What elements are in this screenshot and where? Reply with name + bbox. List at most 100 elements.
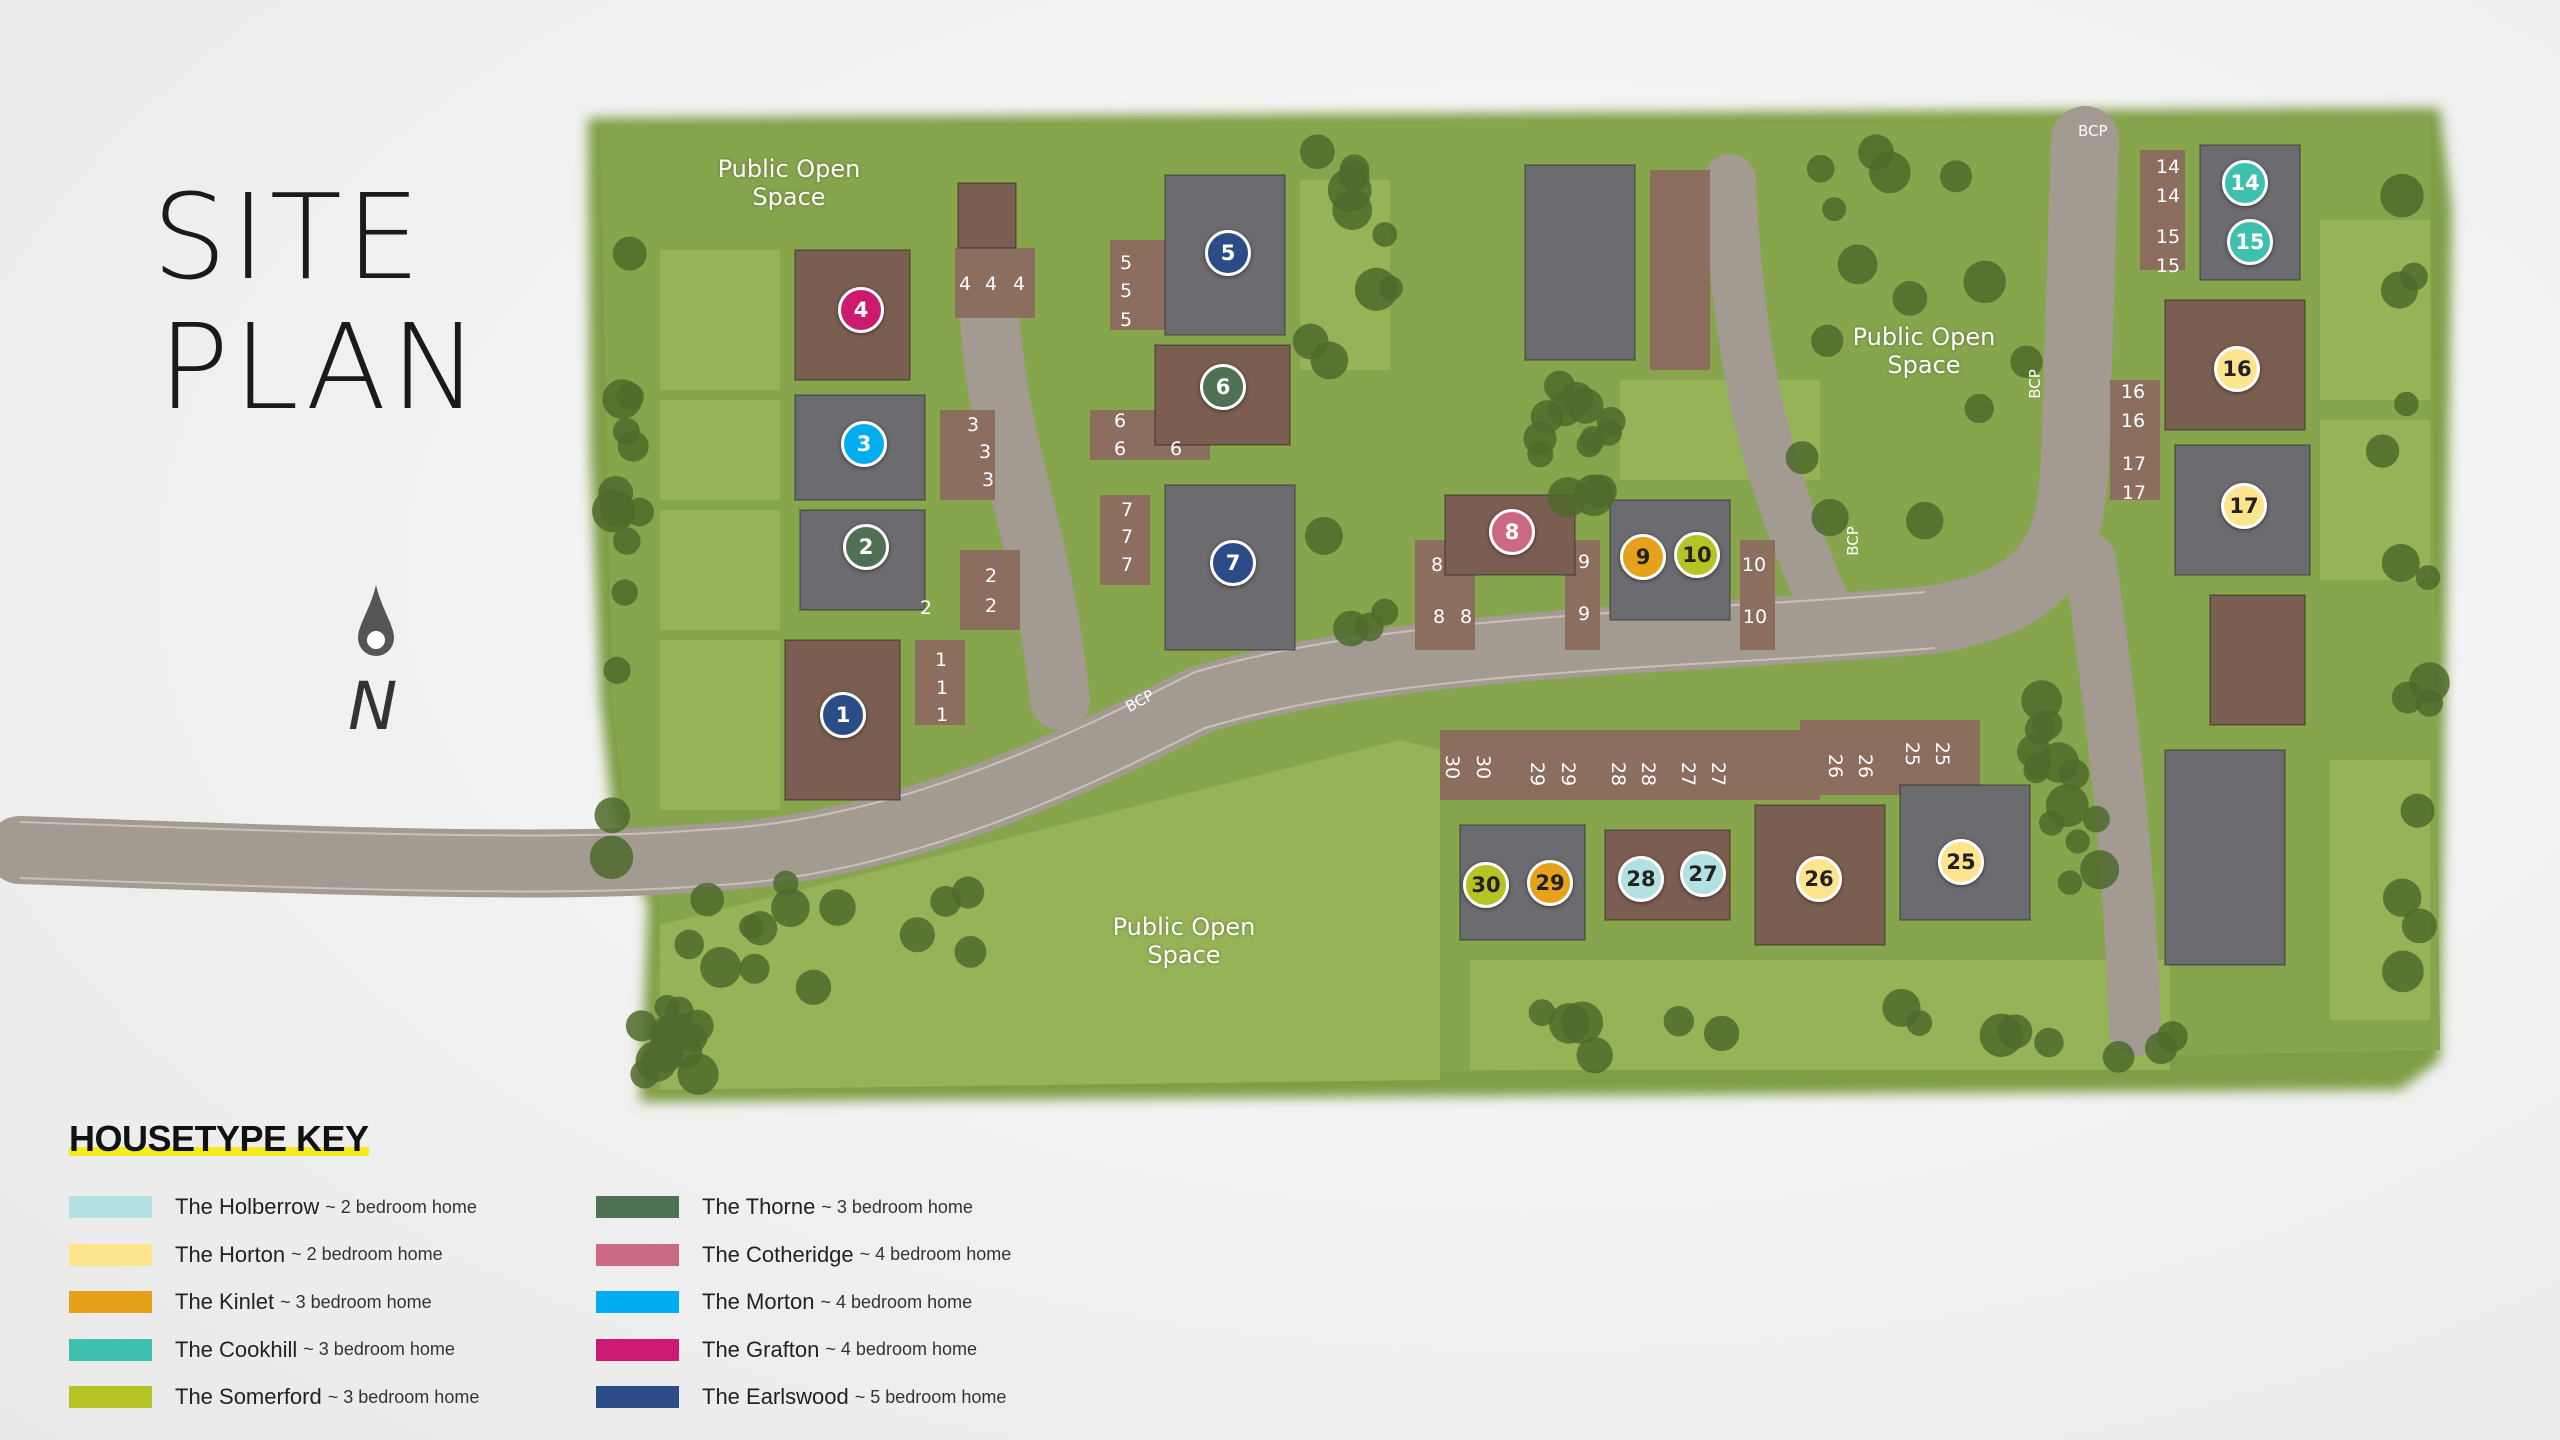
title-site: SITE [152, 168, 425, 306]
tree [1906, 1010, 1933, 1036]
tree [1858, 134, 1895, 171]
parking-space-label: 1 [935, 704, 949, 726]
plot-marker-28[interactable]: 28 [1618, 856, 1664, 902]
plot-marker-3[interactable]: 3 [841, 421, 887, 467]
tree [2415, 689, 2444, 717]
tree [952, 876, 985, 909]
key-name: The Holberrow [175, 1194, 320, 1219]
plot-marker-9[interactable]: 9 [1620, 534, 1666, 580]
parking-space-label: 25 [1901, 741, 1923, 767]
parking-space-label: 27 [1707, 761, 1729, 787]
parking-space-label: 4 [984, 273, 998, 295]
plot-marker-5[interactable]: 5 [1205, 230, 1251, 276]
parking-space-label: 25 [1931, 741, 1953, 767]
parking-space-label: 5 [1119, 252, 1133, 274]
key-description: ~ 3 bedroom home [280, 1291, 432, 1312]
tree [2400, 793, 2435, 828]
tree [1703, 1015, 1740, 1052]
tree [2415, 565, 2441, 590]
tree [1567, 387, 1604, 424]
key-item: The Cookhill~ 3 bedroom home [69, 1337, 455, 1363]
tree [1572, 474, 1615, 517]
plot-marker-7[interactable]: 7 [1210, 540, 1256, 586]
plot-marker-14[interactable]: 14 [2222, 160, 2268, 206]
parking-space-label: 10 [1741, 554, 1767, 576]
parking-space-label: 30 [1441, 754, 1463, 780]
tree [739, 914, 764, 940]
tree [1811, 324, 1844, 357]
tree [1905, 501, 1944, 540]
plot-marker-4[interactable]: 4 [838, 287, 884, 333]
parking-space-label: 2 [984, 565, 998, 587]
public-open-space-label: Public Open Space [717, 155, 861, 211]
tree [2401, 908, 2437, 944]
parking-space-label: 4 [1012, 273, 1026, 295]
tree [2381, 543, 2420, 582]
parking-space-label: 14 [2155, 185, 2181, 207]
key-name: The Morton [702, 1289, 815, 1314]
parking-space-label: 29 [1526, 761, 1548, 787]
plot-marker-26[interactable]: 26 [1796, 856, 1842, 902]
key-swatch [596, 1196, 679, 1218]
key-swatch [69, 1386, 152, 1408]
north-label: N [348, 668, 398, 745]
tree [625, 1010, 658, 1042]
key-item: The Cotheridge~ 4 bedroom home [596, 1242, 1011, 1268]
plot-marker-30[interactable]: 30 [1463, 862, 1509, 908]
tree [1378, 275, 1403, 301]
tree [1560, 1001, 1604, 1044]
key-description: ~ 4 bedroom home [859, 1244, 1012, 1264]
tree [954, 935, 987, 968]
parking-space-label: 29 [1557, 761, 1579, 787]
tree [2024, 714, 2056, 745]
tree [1596, 406, 1626, 436]
key-description: ~ 4 bedroom home [820, 1291, 973, 1312]
tree [795, 969, 832, 1005]
plot-marker-25[interactable]: 25 [1938, 839, 1984, 885]
plot-marker-29[interactable]: 29 [1527, 860, 1573, 906]
plot-marker-16[interactable]: 16 [2214, 346, 2260, 392]
parking-space-label: 16 [2120, 410, 2146, 432]
key-item: The Thorne~ 3 bedroom home [596, 1194, 973, 1220]
north-arrow: N [340, 580, 410, 745]
key-item: The Kinlet~ 3 bedroom home [69, 1289, 432, 1315]
plot-marker-15[interactable]: 15 [2227, 219, 2273, 265]
plot-marker-17[interactable]: 17 [2221, 483, 2267, 529]
key-swatch [69, 1196, 152, 1218]
roads [0, 106, 2161, 1056]
plot-marker-2[interactable]: 2 [843, 524, 889, 570]
tree [899, 917, 935, 953]
parking-space-label: 3 [978, 441, 992, 463]
key-item: The Holberrow~ 2 bedroom home [69, 1194, 477, 1220]
tree [2010, 345, 2043, 379]
tree [1528, 999, 1556, 1026]
plot-marker-8[interactable]: 8 [1489, 509, 1535, 555]
tree [625, 497, 654, 527]
parking-space-label: 6 [1113, 438, 1127, 460]
plot-marker-1[interactable]: 1 [820, 692, 866, 738]
tree [1811, 498, 1849, 537]
parking-space-label: 10 [1742, 606, 1768, 628]
parking-space-label: 5 [1119, 309, 1133, 331]
key-item: The Earlswood~ 5 bedroom home [596, 1384, 1006, 1410]
parking-space-label: 9 [1577, 603, 1591, 625]
bcp-label: BCP [1843, 526, 1862, 556]
housetype-key-title: HOUSETYPE KEY [69, 1118, 369, 1159]
tree [612, 236, 647, 271]
tree [1663, 1005, 1695, 1037]
key-swatch [596, 1291, 679, 1313]
tree [611, 579, 638, 606]
tree [1304, 516, 1343, 555]
key-item: The Morton~ 4 bedroom home [596, 1289, 972, 1315]
parking-space-label: 3 [981, 469, 995, 491]
tree [1822, 197, 1847, 222]
bcp-label: BCP [2025, 369, 2044, 399]
plot-marker-27[interactable]: 27 [1680, 851, 1726, 897]
plot-marker-6[interactable]: 6 [1200, 364, 1246, 410]
tree [1371, 598, 1399, 626]
parking-space-label: 7 [1120, 554, 1134, 576]
tree [654, 994, 680, 1020]
plot-marker-10[interactable]: 10 [1674, 532, 1720, 578]
parking-space-label: 30 [1472, 754, 1494, 780]
parking-space-label: 6 [1169, 438, 1183, 460]
